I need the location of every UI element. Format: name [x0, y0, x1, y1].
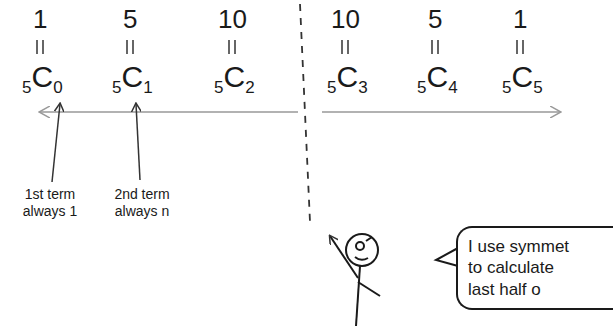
combination-term: 5C3	[327, 60, 368, 94]
symmetry-line	[300, 4, 310, 222]
combination-term: 5C2	[214, 60, 255, 94]
combination-term: 5C4	[417, 60, 458, 94]
right-arrow	[322, 111, 560, 113]
left-arrow	[40, 111, 298, 113]
annotation: 2nd term always n	[106, 186, 178, 220]
stick-figure	[330, 234, 380, 326]
bubble-tail	[436, 248, 458, 266]
annotation: 1st term always 1	[14, 186, 86, 220]
coefficient-number: 5	[428, 4, 442, 35]
speech-bubble: I use symmet to calculate last half o	[456, 226, 613, 310]
combination-term: 5C1	[112, 60, 153, 94]
leader-arrow	[52, 104, 60, 182]
bubble-text: I use symmet to calculate last half o	[468, 236, 578, 300]
coefficient-number: 5	[123, 4, 137, 35]
leader-arrow	[136, 104, 140, 180]
coefficient-number: 10	[331, 4, 360, 35]
combination-term: 5C5	[502, 60, 543, 94]
coefficient-number: 10	[218, 4, 247, 35]
coefficient-number: 1	[33, 4, 47, 35]
combination-term: 5C0	[22, 60, 63, 94]
coefficient-number: 1	[513, 4, 527, 35]
equals-signs	[37, 40, 523, 54]
